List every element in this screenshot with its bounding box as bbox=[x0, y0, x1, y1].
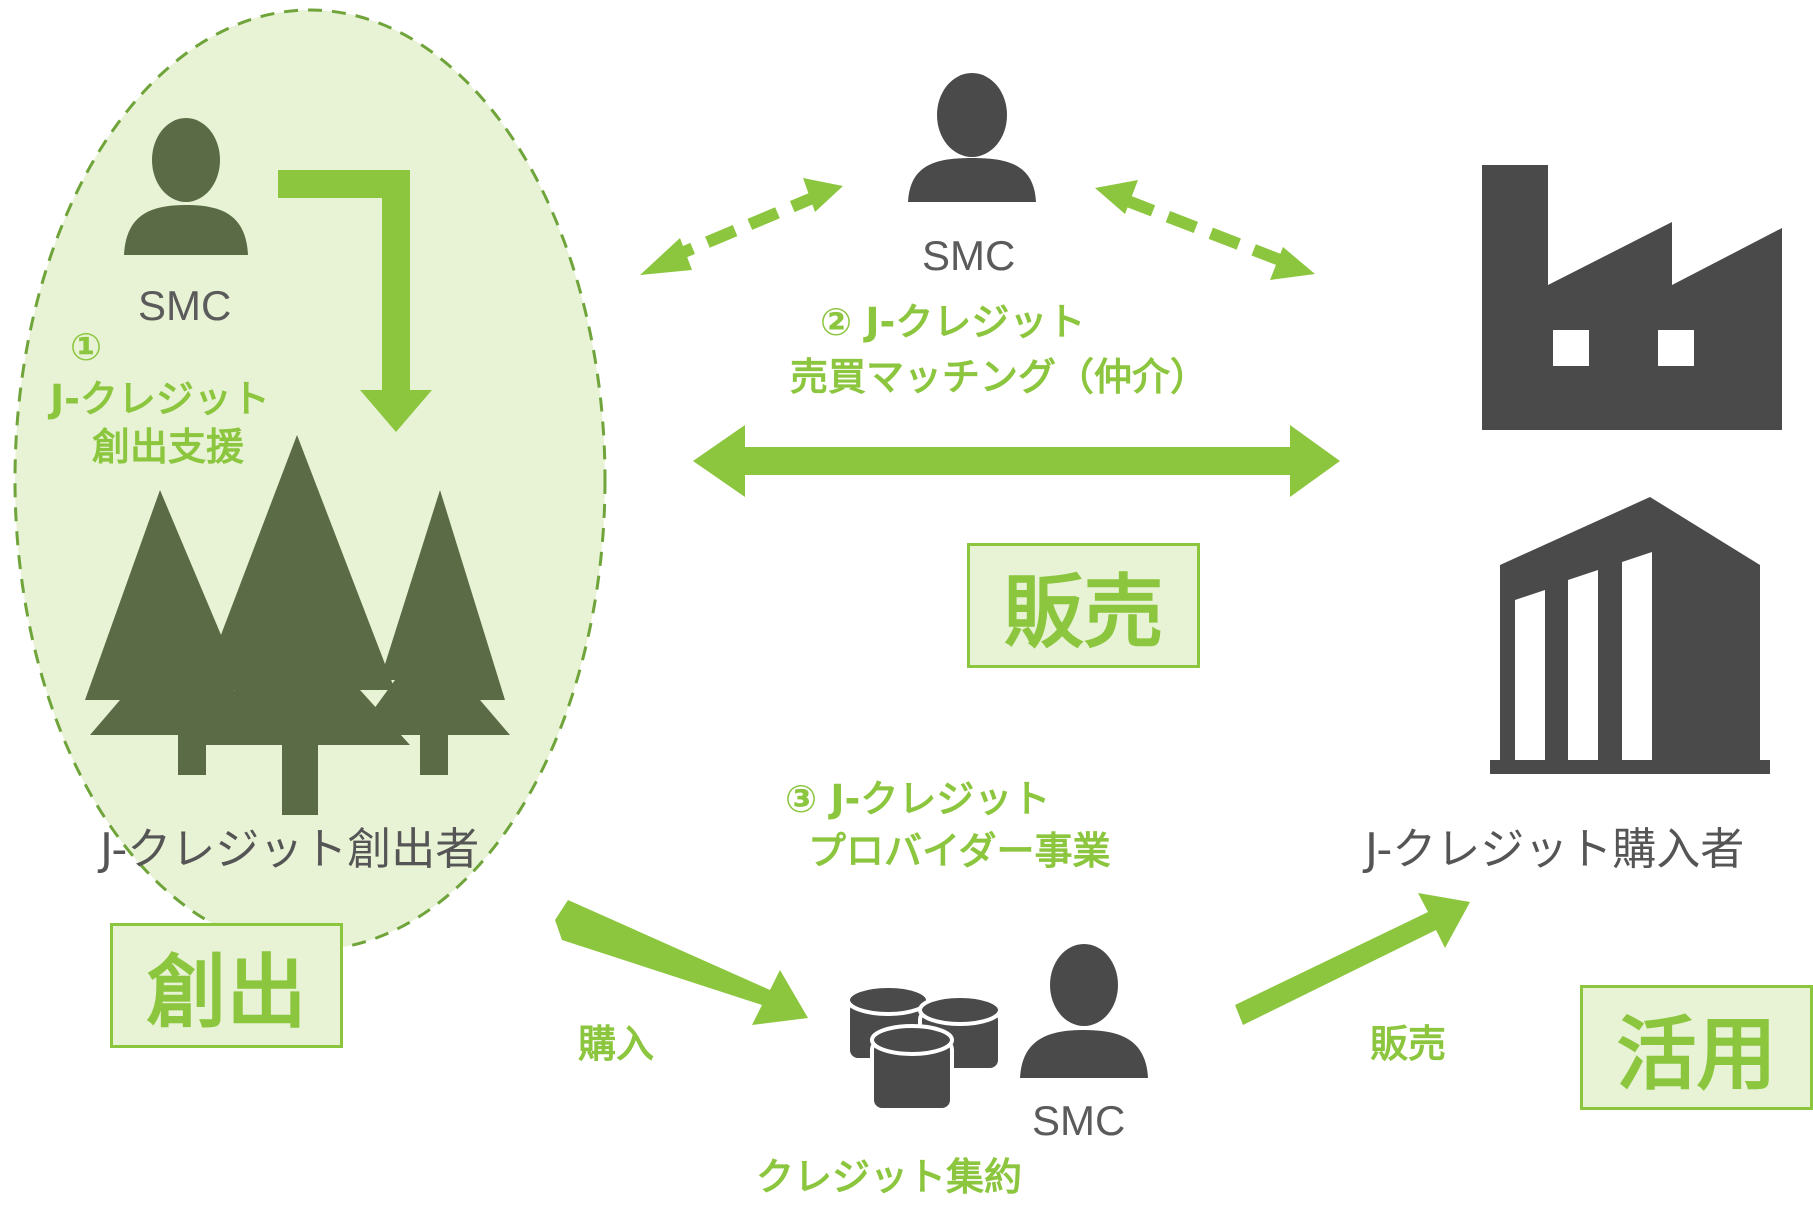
creator-role-label: J-クレジット創出者 bbox=[100, 824, 480, 875]
dashed-arrowhead-right-a bbox=[1095, 180, 1138, 214]
sales-box: 販売 bbox=[967, 543, 1200, 668]
forest-icon bbox=[85, 435, 510, 815]
sales-double-arrow bbox=[693, 425, 1340, 497]
sales-box-label: 販売 bbox=[1003, 565, 1164, 659]
utilization-box: 活用 bbox=[1580, 985, 1813, 1110]
smc-label-left: SMC bbox=[138, 282, 232, 329]
factory-icon bbox=[1482, 165, 1782, 430]
smc-label-middle: SMC bbox=[922, 232, 1016, 279]
sale-arrow bbox=[1235, 893, 1470, 1025]
buyer-role-label: J-クレジット購入者 bbox=[1365, 824, 1745, 875]
creation-support-arrow bbox=[278, 170, 432, 432]
step1-title-line1: J-クレジット bbox=[50, 377, 270, 421]
utilization-box-label: 活用 bbox=[1616, 1007, 1777, 1101]
smc-person-icon-bottom bbox=[1020, 944, 1148, 1078]
step3-title-line1: ③ J-クレジット bbox=[785, 777, 1051, 821]
dashed-arrowhead-right-b bbox=[1270, 247, 1315, 280]
smc-label-bottom: SMC bbox=[1032, 1097, 1126, 1144]
purchase-label: 購入 bbox=[578, 1022, 655, 1066]
purchase-arrow bbox=[555, 900, 808, 1025]
coins-icon bbox=[846, 984, 1002, 1112]
sale-label: 販売 bbox=[1370, 1022, 1447, 1066]
step2-title-line1: ② J-クレジット bbox=[820, 300, 1086, 344]
smc-person-icon-left bbox=[124, 118, 248, 255]
dashed-arrow-left bbox=[662, 191, 818, 266]
smc-person-icon-middle bbox=[908, 73, 1036, 202]
dashed-arrowhead-left-b bbox=[803, 178, 843, 212]
step3-title-line2: プロバイダー事業 bbox=[808, 829, 1111, 873]
creation-box-label: 創出 bbox=[146, 945, 307, 1039]
creation-box: 創出 bbox=[110, 923, 343, 1048]
dashed-arrowhead-left-a bbox=[640, 238, 692, 275]
step2-title-line2: 売買マッチング（仲介） bbox=[790, 355, 1209, 399]
step1-title-line2: 創出支援 bbox=[92, 425, 245, 469]
step1-number: ① bbox=[70, 325, 103, 369]
building-icon bbox=[1490, 497, 1770, 774]
credit-aggregation-label: クレジット集約 bbox=[756, 1155, 1023, 1199]
dashed-arrow-right bbox=[1122, 194, 1288, 268]
